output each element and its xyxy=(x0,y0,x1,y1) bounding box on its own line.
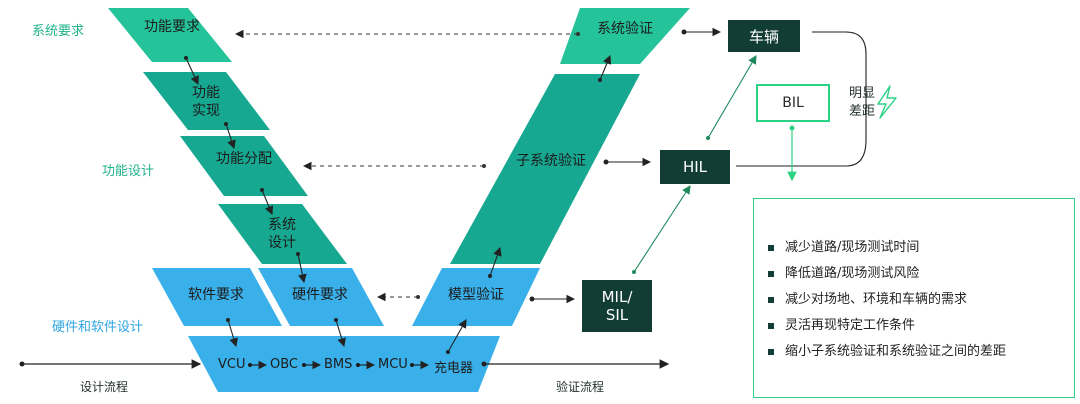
bullet-icon xyxy=(768,349,774,355)
func-requirements-text: 功能要求 xyxy=(144,19,200,35)
benefit-text: 减少对场地、环境和车辆的需求 xyxy=(785,292,968,307)
func-impl-block xyxy=(143,72,270,130)
bullet-icon xyxy=(768,245,774,251)
system-verification-block xyxy=(560,8,690,64)
bullet-icon xyxy=(768,297,774,303)
subsystem-verification-text: 子系统验证 xyxy=(516,153,586,169)
func-requirements-block xyxy=(108,8,232,62)
bar-item-mcu: MCU xyxy=(378,357,408,372)
bar-item-obc: OBC xyxy=(270,357,298,372)
bottom-bar-arrows xyxy=(248,360,430,370)
mil-sil-text-1: MIL/ xyxy=(601,288,633,306)
bil-box: BIL xyxy=(756,84,830,122)
vehicle-box: 车辆 xyxy=(728,20,800,52)
hil-box: HIL xyxy=(660,150,730,184)
func-impl-text-2: 实现 xyxy=(192,103,220,119)
benefit-item: 减少道路/现场测试时间 xyxy=(768,235,1074,261)
label-function-design: 功能设计 xyxy=(102,164,155,179)
benefit-text: 减少道路/现场测试时间 xyxy=(785,240,920,255)
label-hw-sw-design: 硬件和软件设计 xyxy=(52,320,144,335)
bottom-bar-block xyxy=(188,336,500,392)
bar-item-charger: 充电器 xyxy=(434,361,474,376)
system-design-block xyxy=(218,204,347,264)
benefit-item: 灵活再现特定工作条件 xyxy=(768,313,1074,339)
gap-label-2: 差距 xyxy=(849,104,876,119)
bar-item-bms: BMS xyxy=(324,357,353,372)
func-allocation-block xyxy=(180,136,308,196)
mil-sil-box: MIL/ SIL xyxy=(582,280,652,332)
system-design-text-2: 设计 xyxy=(268,235,296,251)
benefits-list: 减少道路/现场测试时间 降低道路/现场测试风险 减少对场地、环境和车辆的需求 灵… xyxy=(754,199,1074,365)
bullet-icon xyxy=(768,323,774,329)
benefit-item: 减少对场地、环境和车辆的需求 xyxy=(768,287,1074,313)
bullet-icon xyxy=(768,271,774,277)
system-verification-text: 系统验证 xyxy=(597,21,653,37)
benefits-panel: 减少道路/现场测试时间 降低道路/现场测试风险 减少对场地、环境和车辆的需求 灵… xyxy=(753,198,1075,398)
benefit-text: 缩小子系统验证和系统验证之间的差距 xyxy=(785,344,1007,359)
label-system-requirements: 系统要求 xyxy=(32,24,85,39)
gap-label-1: 明显 xyxy=(849,86,876,101)
benefit-text: 降低道路/现场测试风险 xyxy=(785,266,920,281)
hardware-req-text: 硬件要求 xyxy=(292,287,348,303)
benefit-item: 降低道路/现场测试风险 xyxy=(768,261,1074,287)
bar-item-vcu: VCU xyxy=(218,357,246,372)
func-allocation-text: 功能分配 xyxy=(216,151,272,167)
software-req-text: 软件要求 xyxy=(188,287,244,303)
verify-flow-label: 验证流程 xyxy=(556,380,605,394)
subsystem-verification-block xyxy=(450,74,640,264)
hardware-req-block xyxy=(258,268,384,326)
func-impl-text-1: 功能 xyxy=(192,85,220,101)
model-verification-text: 模型验证 xyxy=(448,287,504,303)
mil-sil-text-2: SIL xyxy=(605,306,629,324)
benefit-item: 缩小子系统验证和系统验证之间的差距 xyxy=(768,339,1074,365)
model-verification-block xyxy=(412,268,540,326)
software-req-block xyxy=(152,268,282,326)
system-design-text-1: 系统 xyxy=(268,217,296,233)
lightning-icon xyxy=(877,85,897,119)
benefit-text: 灵活再现特定工作条件 xyxy=(785,318,916,333)
design-flow-label: 设计流程 xyxy=(80,380,129,394)
